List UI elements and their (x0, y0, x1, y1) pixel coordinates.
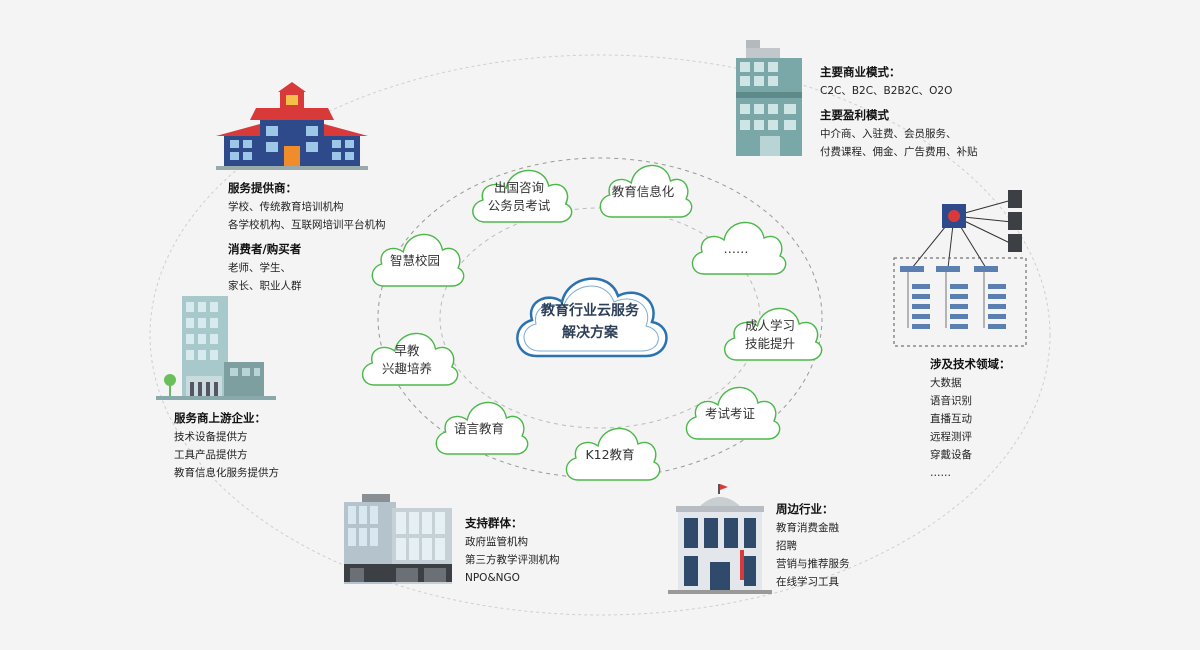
cloud-early[interactable]: 早教兴趣培养 (356, 323, 459, 389)
peripheral-item: 在线学习工具 (776, 576, 839, 588)
cloud-label-line: 兴趣培养 (381, 361, 432, 376)
center-title: 教育行业云服务 解决方案 (510, 300, 670, 344)
peripheral-block: 周边行业： 教育消费金融 招聘 营销与推荐服务 在线学习工具 (776, 499, 850, 591)
cloud-label: 考试考证 (680, 377, 780, 443)
peripheral-item: 营销与推荐服务 (776, 558, 850, 570)
tech-item: …… (930, 467, 951, 479)
cloud-label-line: 智慧校园 (389, 253, 440, 268)
cloud-label-line: 技能提升 (744, 336, 795, 351)
tech-title: 涉及技术领域： (930, 357, 1011, 371)
consumers-item: 家长、职业人群 (228, 280, 302, 292)
cloud-exam[interactable]: 考试考证 (680, 377, 781, 443)
support-item: 政府监管机构 (465, 536, 528, 548)
cloud-shape (691, 221, 787, 275)
cloud-label-line: 成人学习 (744, 318, 795, 333)
support-item: NPO&NGO (465, 572, 520, 584)
cloud-shape (724, 307, 823, 361)
peripheral-building-icon (668, 484, 772, 594)
cloud-label-line: 出国咨询 (493, 180, 544, 195)
school-building-icon (216, 82, 368, 170)
cloud-smart-campus[interactable]: 智慧校园 (366, 224, 465, 290)
support-building-icon (344, 494, 452, 584)
business-item: C2C、B2C、B2B2C、O2O (820, 85, 953, 97)
cloud-k12[interactable]: K12教育 (560, 418, 661, 484)
providers-block: 服务提供商： 学校、传统教育培训机构 各学校机构、互联网培训平台机构 消费者/购… (228, 178, 386, 295)
support-item: 第三方教学评测机构 (465, 554, 560, 566)
cloud-label: 成人学习技能提升 (718, 298, 822, 364)
cloud-label: K12教育 (560, 418, 660, 484)
cloud-shape (565, 427, 661, 481)
cloud-more[interactable]: …… (686, 212, 787, 278)
peripheral-item: 招聘 (776, 540, 797, 552)
cloud-shape (599, 164, 693, 218)
upstream-block: 服务商上游企业： 技术设备提供方 工具产品提供方 教育信息化服务提供方 (174, 408, 279, 482)
consumers-item: 老师、学生、 (228, 262, 291, 274)
upstream-building-icon (156, 296, 276, 400)
middle-orbit (377, 157, 823, 479)
cloud-label-line: 公务员考试 (487, 198, 551, 213)
consumers-title: 消费者/购买者 (228, 242, 302, 256)
cloud-label: 语言教育 (430, 392, 528, 458)
cloud-label-line: 考试考证 (704, 406, 755, 421)
cloud-label: …… (686, 212, 786, 278)
tech-item: 远程测评 (930, 431, 972, 443)
upstream-item: 技术设备提供方 (174, 431, 248, 443)
cloud-shape (472, 169, 573, 223)
cloud-shape (371, 233, 465, 287)
center-cloud[interactable] (506, 256, 676, 366)
support-title: 支持群体： (465, 516, 523, 530)
peripheral-title: 周边行业： (776, 502, 834, 516)
cloud-label: 早教兴趣培养 (356, 323, 458, 389)
cloud-shape (685, 386, 781, 440)
support-block: 支持群体： 政府监管机构 第三方教学评测机构 NPO&NGO (465, 513, 560, 587)
peripheral-item: 教育消费金融 (776, 522, 839, 534)
cloud-consult[interactable]: 出国咨询公务员考试 (466, 160, 573, 226)
cloud-shape (361, 332, 459, 386)
cloud-label: 智慧校园 (366, 224, 464, 290)
business-title: 主要商业模式： (820, 65, 901, 79)
cloud-label-line: 教育信息化 (611, 184, 675, 199)
tech-item: 直播互动 (930, 413, 972, 425)
providers-title: 服务提供商： (228, 181, 297, 195)
center-title-line1: 教育行业云服务 (541, 303, 639, 319)
cloud-label-line: K12教育 (585, 447, 635, 462)
providers-item: 各学校机构、互联网培训平台机构 (228, 219, 386, 231)
cloud-label-line: 早教 (394, 343, 420, 358)
cloud-label-line: 语言教育 (453, 421, 504, 436)
profit-title: 主要盈利模式 (820, 108, 889, 122)
cloud-label: 教育信息化 (594, 155, 692, 221)
tech-item: 大数据 (930, 377, 962, 389)
profit-item: 付费课程、佣金、广告费用、补贴 (820, 146, 978, 158)
center-title-line2: 解决方案 (562, 325, 618, 341)
network-servers-icon (893, 190, 1027, 347)
outer-orbit (149, 54, 1051, 616)
profit-item: 中介商、入驻费、会员服务、 (820, 128, 957, 140)
tech-block: 涉及技术领域： 大数据 语音识别 直播互动 远程测评 穿戴设备 …… (930, 354, 1011, 482)
cloud-shape (435, 401, 529, 455)
business-block: 主要商业模式： C2C、B2C、B2B2C、O2O 主要盈利模式 中介商、入驻费… (820, 62, 978, 161)
business-building-icon (736, 40, 802, 156)
cloud-label-line: …… (723, 241, 749, 256)
cloud-language[interactable]: 语言教育 (430, 392, 529, 458)
cloud-label: 出国咨询公务员考试 (466, 160, 572, 226)
cloud-edu-info[interactable]: 教育信息化 (594, 155, 693, 221)
upstream-title: 服务商上游企业： (174, 411, 266, 425)
upstream-item: 工具产品提供方 (174, 449, 248, 461)
tech-item: 穿戴设备 (930, 449, 972, 461)
providers-item: 学校、传统教育培训机构 (228, 201, 344, 213)
upstream-item: 教育信息化服务提供方 (174, 467, 279, 479)
cloud-adult[interactable]: 成人学习技能提升 (718, 298, 823, 364)
center-cloud-shape (516, 277, 668, 358)
tech-item: 语音识别 (930, 395, 972, 407)
